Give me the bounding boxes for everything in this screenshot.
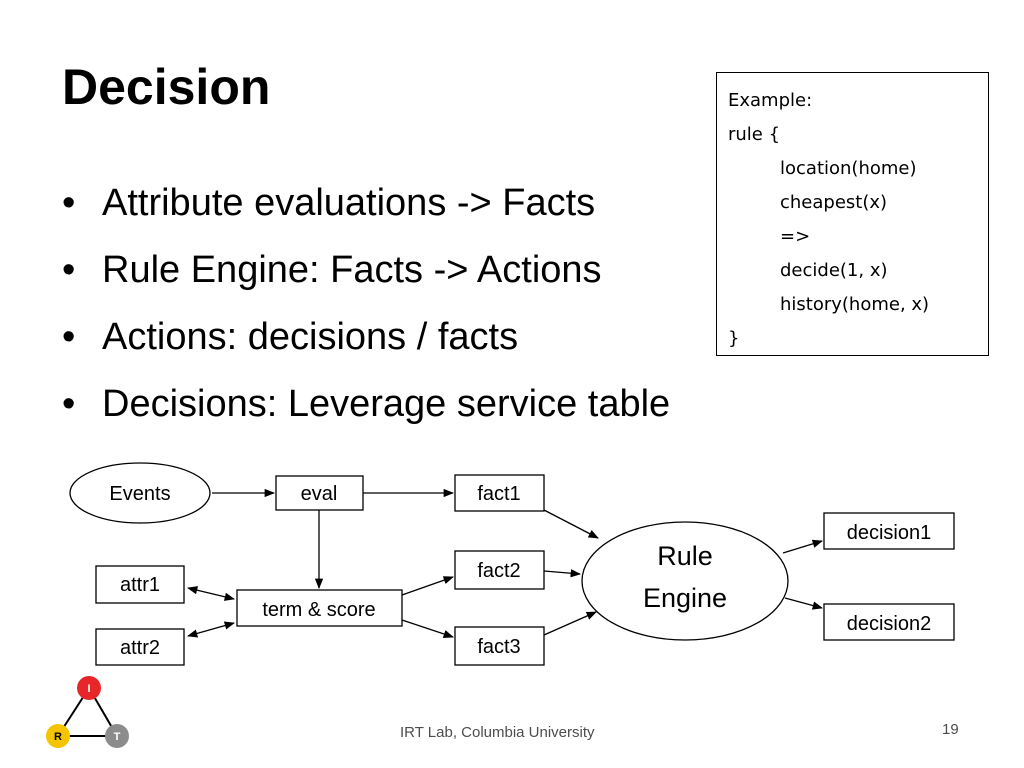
example-line: rule { — [728, 124, 781, 145]
events-label: Events — [109, 483, 170, 505]
rule-engine-label-line1: Rule — [657, 541, 713, 571]
rule-engine-label-line2: Engine — [643, 583, 727, 613]
logo-circle-r — [46, 724, 70, 748]
page-number: 19 — [942, 721, 959, 738]
arrow-fact1-engine — [543, 509, 599, 539]
example-line: location(home) — [780, 158, 917, 179]
example-line: => — [780, 226, 811, 247]
bullet-item: Attribute evaluations -> Facts — [62, 170, 670, 237]
arrow-engine-decision1 — [782, 539, 823, 554]
slide-title: Decision — [62, 59, 271, 115]
logo-letter-r: R — [54, 731, 62, 743]
term-score-label: term & score — [262, 599, 375, 621]
fact2-node — [454, 550, 545, 590]
term-score-node — [236, 589, 403, 627]
footer-text: IRT Lab, Columbia University — [400, 724, 595, 741]
arrow-term-fact3 — [401, 619, 454, 638]
attr2-label: attr2 — [120, 637, 160, 659]
logo-letter-i: I — [87, 683, 90, 695]
arrow-attr2-term — [186, 621, 236, 638]
bullet-item: Decisions: Leverage service table — [62, 371, 670, 438]
rule-engine-diagram: Events eval fact1 fact2 fact3 attr1 attr… — [69, 462, 955, 666]
events-node — [69, 462, 211, 524]
rule-engine-node — [581, 521, 789, 641]
attr1-label: attr1 — [120, 574, 160, 596]
irt-lab-logo: I R T — [46, 676, 129, 748]
example-line: history(home, x) — [780, 294, 930, 315]
decision1-node — [823, 512, 955, 550]
arrow-term-fact2 — [401, 576, 454, 596]
arrow-engine-decision2 — [784, 597, 824, 610]
logo-letter-t: T — [114, 731, 121, 743]
logo-circle-t — [105, 724, 129, 748]
eval-label: eval — [301, 483, 338, 505]
bullet-item: Actions: decisions / facts — [62, 304, 670, 371]
bullet-list: Attribute evaluations -> Facts Rule Engi… — [62, 170, 670, 438]
fact2-label: fact2 — [477, 560, 520, 582]
eval-node — [275, 475, 364, 511]
fact1-node — [454, 474, 545, 512]
decision2-label: decision2 — [847, 613, 932, 635]
example-code-box: Example: rule { location(home) cheapest(… — [716, 72, 989, 356]
logo-circle-i — [77, 676, 101, 700]
attr1-node — [95, 565, 185, 604]
decision2-node — [823, 603, 955, 641]
fact3-node — [454, 626, 545, 666]
fact1-label: fact1 — [477, 483, 520, 505]
example-line: } — [728, 328, 740, 349]
decision1-label: decision1 — [847, 522, 932, 544]
bullet-item: Rule Engine: Facts -> Actions — [62, 237, 670, 304]
arrow-fact2-engine — [543, 569, 582, 578]
example-line: cheapest(x) — [780, 192, 888, 213]
arrow-fact3-engine — [543, 611, 597, 636]
fact3-label: fact3 — [477, 636, 520, 658]
arrow-attr1-term — [186, 586, 236, 601]
attr2-node — [95, 628, 185, 666]
example-line: decide(1, x) — [780, 260, 888, 281]
example-line: Example: — [728, 90, 813, 111]
